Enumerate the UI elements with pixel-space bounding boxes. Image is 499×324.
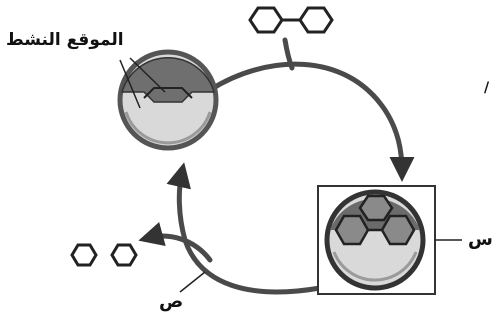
active-site-notch (143, 87, 193, 99)
arrow-products-release (138, 222, 213, 263)
enzyme (117, 49, 219, 151)
label-sad: ص (159, 291, 184, 312)
cycle-arrows (138, 37, 415, 295)
arrow-substrate-entry (282, 37, 295, 71)
edge-fragment-label: / (484, 80, 490, 96)
pointer-active-site-1 (129, 57, 166, 93)
pointer-sad (179, 271, 206, 293)
enzyme-substrate-complex (317, 185, 436, 295)
arrow-complex-to-enzyme (166, 162, 323, 295)
substrate-icon (248, 6, 334, 34)
pointer-active-site-2 (119, 59, 141, 109)
products-icon (70, 243, 138, 267)
active-site-label: الموقع النشط (6, 30, 124, 50)
arrow-enzyme-to-complex (207, 61, 415, 182)
label-sin: س (468, 229, 493, 250)
